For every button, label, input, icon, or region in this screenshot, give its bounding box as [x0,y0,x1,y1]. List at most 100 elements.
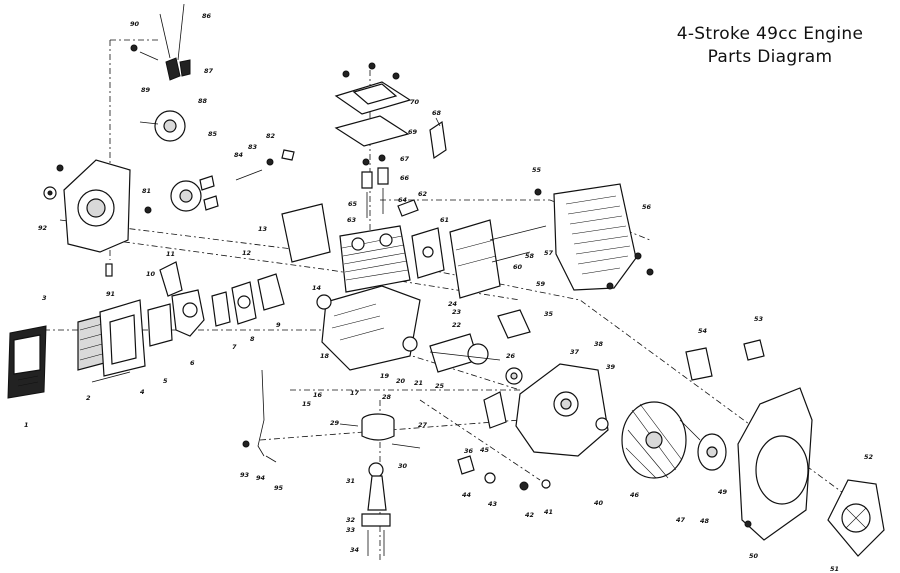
callout-label: 26 [506,352,516,360]
callout-label: 7 [232,343,237,351]
callout-label: 54 [698,327,708,335]
callout-label: 1 [24,421,29,429]
callout-label: 56 [642,203,652,211]
part-carburetor [147,261,205,347]
callout-label: 62 [418,190,428,198]
part-air-filter-cover [7,325,47,399]
callout-label: 5 [163,377,168,385]
callout-label: 83 [248,143,258,151]
diagram-title-line1: 4-Stroke 49cc Engine [676,24,864,44]
part-muffler-gasket [411,227,445,279]
callout-label: 51 [830,565,839,573]
part-flywheel [621,401,687,479]
callout-label: 55 [532,166,542,174]
diagram-title-line2: Parts Diagram [707,47,833,67]
callout-label: 33 [346,526,356,534]
callout-label: 52 [864,453,874,461]
callout-label: 3 [42,294,47,302]
callout-label: 24 [448,300,458,308]
callout-label: 15 [302,400,312,408]
callout-label: 36 [464,447,474,455]
callout-label: 86 [202,12,212,20]
callout-label: 27 [418,421,428,429]
callout-label: 60 [513,263,523,271]
callout-label: 37 [570,348,580,356]
callout-label: 20 [396,377,406,385]
part-gearbox-cover [43,159,131,253]
part-piston [339,413,421,449]
part-throttle-linkage [130,3,191,81]
part-heat-shield [534,183,654,291]
callout-label: 57 [544,249,554,257]
part-connecting-rod [361,462,391,556]
callout-label: 23 [452,308,462,316]
part-mount-bracket [497,309,531,339]
callout-label: 2 [86,394,91,402]
callout-label: 58 [525,252,535,260]
part-drive-gear [139,110,186,142]
callout-label: 4 [140,388,145,396]
part-governor-arm [242,369,277,463]
callout-label: 19 [380,372,390,380]
callout-label: 31 [346,477,355,485]
callout-label: 48 [700,517,710,525]
callout-label: 17 [350,389,360,397]
callout-label: 92 [38,224,48,232]
callout-label: 25 [435,382,445,390]
part-recoil-starter [827,479,885,557]
callout-label: 84 [234,151,244,159]
callout-label: 22 [452,321,462,329]
callout-label: 69 [408,128,418,136]
callout-label: 85 [208,130,218,138]
callout-labels: 1 2 3 4 5 6 7 8 9 10 11 12 13 14 15 16 1… [24,12,874,573]
callout-label: 81 [142,187,151,195]
callout-label: 53 [754,315,764,323]
callout-label: 88 [198,97,208,105]
callout-label: 50 [749,552,759,560]
callout-label: 42 [525,511,535,519]
callout-label: 44 [462,491,472,499]
part-shift-parts [457,391,551,491]
callout-label: 49 [718,488,728,496]
part-crankcase-right [515,363,609,457]
callout-label: 10 [146,270,156,278]
callout-label: 70 [410,98,420,106]
part-clutch-gear [170,175,219,212]
callout-label: 95 [274,484,284,492]
callout-label: 65 [348,200,358,208]
part-air-filter-housing [91,299,146,383]
callout-label: 39 [606,363,616,371]
part-ignition-coil [685,339,765,381]
part-crankshaft [429,333,523,385]
callout-label: 61 [440,216,449,224]
callout-label: 13 [258,225,268,233]
callout-label: 91 [106,290,115,298]
part-pin [105,263,113,277]
callout-label: 46 [630,491,640,499]
part-valve-cover [334,62,412,147]
callout-label: 16 [313,391,323,399]
part-small-bolts [144,149,295,214]
callout-label: 68 [432,109,442,117]
callout-label: 14 [312,284,322,292]
callout-label: 18 [320,352,330,360]
callout-label: 82 [266,132,276,140]
callout-label: 32 [346,516,356,524]
callout-label: 8 [250,335,255,343]
callout-label: 21 [414,379,423,387]
callout-label: 9 [276,321,281,329]
part-crankcase-left [316,285,421,371]
callout-label: 45 [480,446,490,454]
callout-label: 87 [204,67,214,75]
callout-label: 28 [382,393,392,401]
part-cylinder-shroud [281,203,331,263]
part-intake-gaskets [211,273,285,327]
callout-label: 41 [544,508,553,516]
callout-label: 59 [536,280,546,288]
callout-label: 47 [676,516,686,524]
callout-label: 93 [240,471,250,479]
callout-label: 94 [256,474,266,482]
callout-label: 11 [166,250,175,258]
callout-label: 89 [141,86,151,94]
